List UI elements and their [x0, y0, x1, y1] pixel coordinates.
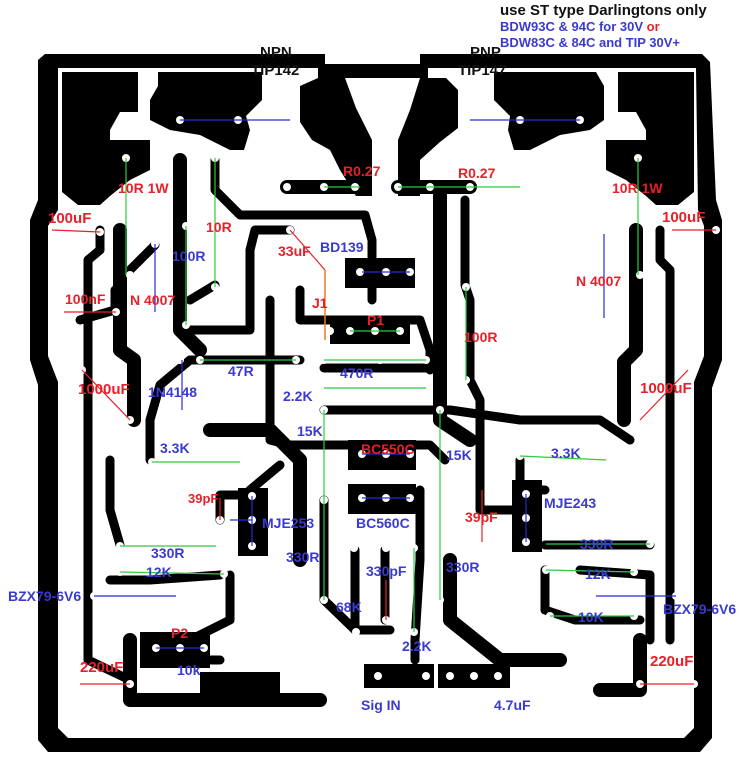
label-100nf: 100nF — [65, 291, 106, 307]
label-100uf-right: 100uF — [662, 209, 706, 226]
label-n4007-right: N 4007 — [576, 273, 622, 289]
label-330r-mid-right: 330R — [446, 559, 480, 575]
note-line-2-text: BDW93C & 94C for 30V — [500, 19, 647, 34]
label-10k-right: 10K — [578, 609, 604, 625]
label-220uf-right: 220uF — [650, 653, 694, 670]
component-links-red — [51, 229, 716, 685]
npn-heatsink-pad — [150, 72, 262, 150]
label-330r-mid-left: 330R — [286, 549, 320, 565]
label-p1: P1 — [367, 312, 385, 328]
note-line-3: BDW83C & 84C and TIP 30V+ — [500, 35, 681, 50]
label-220uf-left: 220uF — [80, 659, 124, 676]
label-10r: 10R — [206, 219, 232, 235]
note-line-1: use ST type Darlingtons only — [500, 2, 707, 19]
label-10r-1w-right: 10R 1W — [612, 180, 663, 196]
label-bc550c: BC550C — [361, 441, 415, 457]
label-330pf: 330pF — [366, 563, 407, 579]
label-100r-mid: 100R — [464, 329, 498, 345]
note-line-2: BDW93C & 94C for 30V or — [500, 19, 707, 35]
label-330r-left: 330R — [151, 545, 185, 561]
label-68k: 68K — [336, 599, 362, 615]
npn-heatsink-pad-left — [62, 72, 150, 205]
note-or: or — [646, 19, 660, 34]
label-3k3-right: 3.3K — [551, 445, 581, 461]
label-10k-left: 10k — [177, 662, 201, 678]
label-mje243: MJE243 — [544, 495, 597, 511]
label-2k2-bottom: 2.2K — [402, 638, 432, 654]
label-15k-left: 15K — [297, 423, 323, 439]
label-39pf-left: 39pF — [188, 491, 219, 506]
label-100r-left: 100R — [172, 248, 206, 264]
label-10r-1w-left: 10R 1W — [118, 180, 169, 196]
p2-pad-block — [140, 632, 210, 668]
label-bd139: BD139 — [320, 239, 364, 255]
label-j1: J1 — [312, 295, 328, 311]
label-47r: 47R — [228, 363, 254, 379]
label-100uf-left: 100uF — [48, 210, 92, 227]
label-bc560c: BC560C — [356, 515, 410, 531]
label-33uf: 33uF — [278, 243, 311, 259]
label-330r-right: 330R — [580, 536, 614, 552]
inner-clearance — [48, 68, 704, 738]
label-bzx-left: BZX79-6V6 — [8, 588, 82, 604]
label-470r: 470R — [340, 365, 374, 381]
pnp-heatsink-pad-right — [606, 72, 694, 205]
npn-part-label: TIP142 — [251, 62, 300, 79]
label-3k3-left: 3.3K — [160, 440, 190, 456]
label-sig-in: Sig IN — [361, 697, 401, 713]
label-1000uf-left: 1000uF — [78, 381, 130, 398]
bd139-pad-block — [345, 258, 415, 288]
label-bzx-right: BZX79-6V6 — [663, 601, 737, 617]
label-1n4148: 1N4148 — [148, 384, 198, 400]
npn-type-label: NPN — [260, 44, 292, 61]
label-n4007-left: N 4007 — [130, 292, 176, 308]
label-4u7: 4.7uF — [494, 697, 531, 713]
label-12k-right: 12K — [585, 566, 611, 582]
pnp-collector-pad — [398, 78, 458, 196]
label-mje253: MJE253 — [262, 515, 315, 531]
label-39pf-right: 39pF — [465, 509, 498, 525]
pnp-type-label: PNP — [470, 44, 501, 61]
label-15k-right: 15K — [446, 447, 472, 463]
darlington-note: use ST type Darlingtons only BDW93C & 94… — [500, 3, 707, 51]
pnp-part-label: TIP147 — [458, 62, 507, 79]
pnp-heatsink-pad — [494, 72, 604, 150]
label-1000uf-right: 1000uF — [640, 380, 692, 397]
label-12k-left: 12K — [146, 564, 172, 580]
label-r027-left: R0.27 — [343, 163, 381, 179]
component-links-green — [119, 158, 650, 632]
component-links-blue — [94, 119, 676, 649]
npn-collector-pad — [300, 78, 372, 196]
label-r027-right: R0.27 — [458, 165, 496, 181]
ground-connector — [200, 672, 280, 702]
label-2k2-top: 2.2K — [283, 388, 313, 404]
label-p2: P2 — [171, 625, 189, 641]
